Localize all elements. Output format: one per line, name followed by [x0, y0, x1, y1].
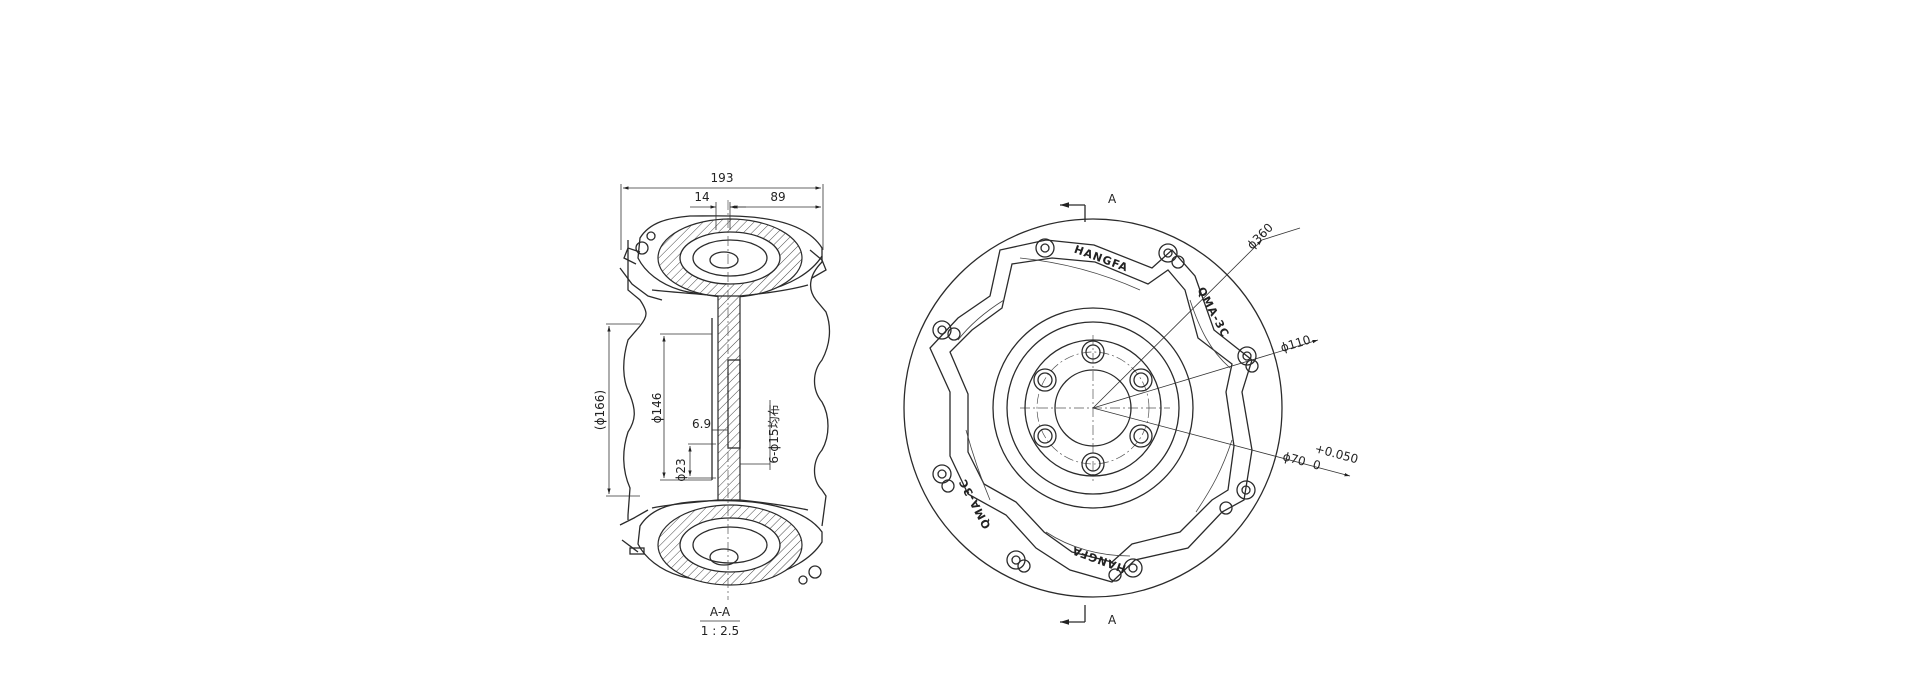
dim-outer: ϕ360 — [1092, 220, 1301, 409]
dim-360-label: ϕ360 — [1244, 220, 1276, 252]
dim-holes: 6-ϕ15均布 — [740, 400, 781, 470]
model-label-right: QMA-3C — [1194, 285, 1231, 340]
section-cut-top: A — [1060, 192, 1117, 222]
dim-110-label: ϕ110 — [1279, 332, 1313, 354]
wheel-body-outline — [623, 240, 647, 520]
tol-lower-label: 0 — [1311, 457, 1322, 473]
section-marker-bottom: A — [1108, 613, 1117, 627]
dim-6-9-label: 6.9 — [692, 417, 711, 431]
dim-hub-thickness: 6.9 — [692, 417, 728, 431]
model-label-left: QMA-3C — [956, 476, 993, 531]
section-view: 193 14 89 (ϕ166) ϕ146 6.9 — [593, 171, 831, 638]
dim-small-diameter: ϕ23 — [674, 443, 716, 482]
dim-23-label: ϕ23 — [674, 458, 688, 481]
section-marker-top: A — [1108, 192, 1117, 206]
hub — [992, 307, 1194, 509]
dim-146-label: ϕ146 — [650, 393, 664, 424]
scale-label: 1 : 2.5 — [701, 624, 739, 638]
front-view: A A — [903, 192, 1360, 627]
dim-89-label: 89 — [770, 190, 785, 204]
dim-holes-label: 6-ϕ15均布 — [767, 404, 781, 463]
brand-label-bottom: HANGFA — [1070, 543, 1128, 575]
dim-outer-diameter: (ϕ166) — [593, 323, 640, 497]
dim-70-label: ϕ70 — [1281, 449, 1307, 469]
dim-inner-diameter: ϕ146 — [650, 333, 712, 481]
dim-193-label: 193 — [711, 171, 734, 185]
roller-bosses — [932, 238, 1259, 582]
dim-14-label: 14 — [694, 190, 709, 204]
center-bore — [1054, 369, 1132, 447]
section-label: A-A — [710, 605, 731, 619]
outer-rim — [903, 218, 1283, 598]
hub-section — [717, 295, 741, 501]
dim-overall-width: 193 — [620, 171, 824, 250]
dim-right-89: 89 — [732, 190, 821, 209]
dim-bore: ϕ70 +0.050 0 — [1092, 407, 1360, 477]
dim-166-label: (ϕ166) — [593, 390, 607, 430]
section-cut-bottom: A — [1060, 605, 1117, 627]
top-roller — [619, 215, 827, 301]
bolt-holes — [1033, 340, 1153, 476]
roller-frame — [929, 239, 1253, 583]
bottom-roller — [619, 499, 823, 586]
